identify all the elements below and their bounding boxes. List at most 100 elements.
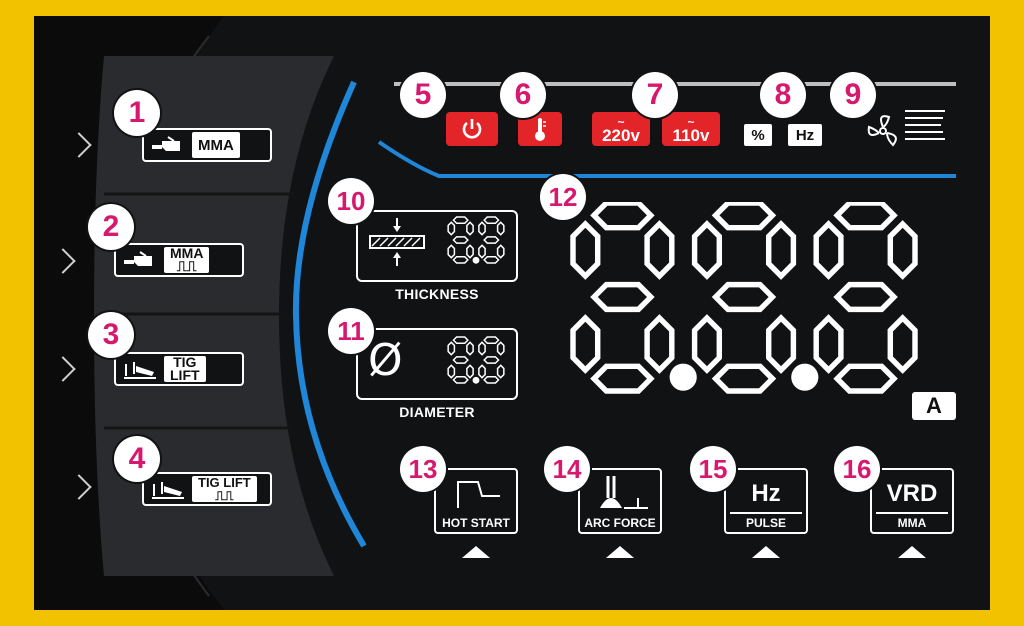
segment xyxy=(570,314,601,374)
tig-torch-icon xyxy=(120,357,160,381)
segment xyxy=(447,364,456,379)
segment xyxy=(452,336,469,344)
segment xyxy=(833,202,898,231)
mode-label-line1: MMA xyxy=(170,245,204,261)
segment xyxy=(452,236,469,244)
thermometer-icon xyxy=(535,118,546,141)
badge-12: 12 xyxy=(540,174,586,220)
segment xyxy=(478,221,486,236)
segment xyxy=(483,336,500,344)
segment xyxy=(833,363,898,394)
segment xyxy=(452,216,469,224)
arc-force-up-arrow[interactable] xyxy=(606,546,634,558)
segment xyxy=(452,376,469,384)
segment xyxy=(496,244,505,259)
segment xyxy=(466,244,474,259)
hot-start-up-arrow[interactable] xyxy=(462,546,490,558)
segment xyxy=(447,221,456,236)
segment xyxy=(447,244,456,259)
vrd-up-arrow[interactable] xyxy=(898,546,926,558)
hot-start-label: HOT START xyxy=(442,516,510,530)
badge-2: 2 xyxy=(88,204,134,250)
pulse-box[interactable]: Hz PULSE xyxy=(724,468,808,534)
segment xyxy=(483,376,500,384)
segment xyxy=(466,341,474,356)
blue-rule xyxy=(377,140,956,178)
segment xyxy=(452,256,469,264)
badge-13: 13 xyxy=(400,446,446,492)
badge-16: 16 xyxy=(834,446,880,492)
mode-tig-lift-pulse[interactable]: TIG LIFT ⎍⎍ xyxy=(142,472,272,506)
seven-segment-digit xyxy=(813,202,918,394)
badge-11: 11 xyxy=(328,308,374,354)
pulse-up-arrow[interactable] xyxy=(752,546,780,558)
segment xyxy=(496,221,505,236)
arc-force-box[interactable]: ARC FORCE xyxy=(578,468,662,534)
decimal-point xyxy=(472,256,480,264)
segment xyxy=(478,244,486,259)
electrode-holder-icon xyxy=(148,133,188,157)
voltage-110-label: 110v xyxy=(672,126,710,145)
segment xyxy=(644,314,675,374)
segment xyxy=(466,221,474,236)
vrd-label: MMA xyxy=(897,516,927,530)
segment xyxy=(483,256,500,264)
badge-15: 15 xyxy=(690,446,736,492)
segment xyxy=(483,216,500,224)
badge-7: 7 xyxy=(632,72,678,118)
mode-tig-lift[interactable]: TIG LIFT xyxy=(114,352,244,386)
badge-14: 14 xyxy=(544,446,590,492)
thickness-label: THICKNESS xyxy=(395,286,479,302)
seven-segment-digit xyxy=(447,336,480,384)
vrd-box[interactable]: VRD MMA xyxy=(870,468,954,534)
decimal-point xyxy=(472,376,480,384)
hz-unit: Hz xyxy=(788,124,822,146)
mode-mma[interactable]: MMA xyxy=(142,128,272,162)
segment xyxy=(447,341,456,356)
badge-5: 5 xyxy=(400,72,446,118)
mode-label: TIG LIFT ⎍⎍ xyxy=(192,476,257,502)
segment xyxy=(478,341,486,356)
segment xyxy=(691,220,723,280)
mode-label-line1: TIG LIFT xyxy=(198,475,251,490)
segment xyxy=(483,236,500,244)
main-current-display xyxy=(570,202,918,394)
pulse-wave-icon: ⎍⎍ xyxy=(176,258,197,274)
decimal-point xyxy=(669,363,697,391)
segment xyxy=(570,220,601,280)
segment xyxy=(590,363,655,394)
segment xyxy=(644,220,675,280)
segment xyxy=(711,363,777,394)
power-icon xyxy=(462,119,482,139)
seven-segment-digit xyxy=(478,216,505,264)
mode-label-line2: LIFT xyxy=(170,367,200,383)
seven-segment-digit xyxy=(691,202,819,394)
segment xyxy=(887,220,918,280)
lcd-panel: MMA MMA ⎍⎍ TIG LIFT TIG LIFT ⎍⎍ xyxy=(34,16,990,610)
segment xyxy=(765,220,797,280)
voltage-220-label: 220v xyxy=(602,126,640,145)
thickness-box: THICKNESS xyxy=(356,210,518,302)
badge-10: 10 xyxy=(328,178,374,224)
segment xyxy=(691,314,723,374)
voltage-220-indicator: ~220v xyxy=(592,112,650,146)
mode-mma-pulse[interactable]: MMA ⎍⎍ xyxy=(114,243,244,277)
mode-label: MMA ⎍⎍ xyxy=(164,245,210,274)
pulse-hz-icon: Hz xyxy=(751,480,781,507)
segment xyxy=(590,281,655,313)
decimal-point xyxy=(791,363,819,391)
diameter-symbol-icon: Ø xyxy=(368,335,403,386)
segment xyxy=(466,364,474,379)
segment xyxy=(711,281,777,313)
seven-segment-digit xyxy=(570,202,697,394)
diameter-digits xyxy=(447,336,505,384)
arc-force-icon xyxy=(600,476,648,509)
power-indicator xyxy=(446,112,498,146)
thickness-digits xyxy=(447,216,505,264)
hot-start-icon xyxy=(457,481,500,508)
segment xyxy=(483,356,500,364)
segment xyxy=(478,364,486,379)
hot-start-box[interactable]: HOT START xyxy=(434,468,518,534)
mode-label-line1: TIG xyxy=(173,354,197,370)
fan-icon xyxy=(867,110,945,147)
